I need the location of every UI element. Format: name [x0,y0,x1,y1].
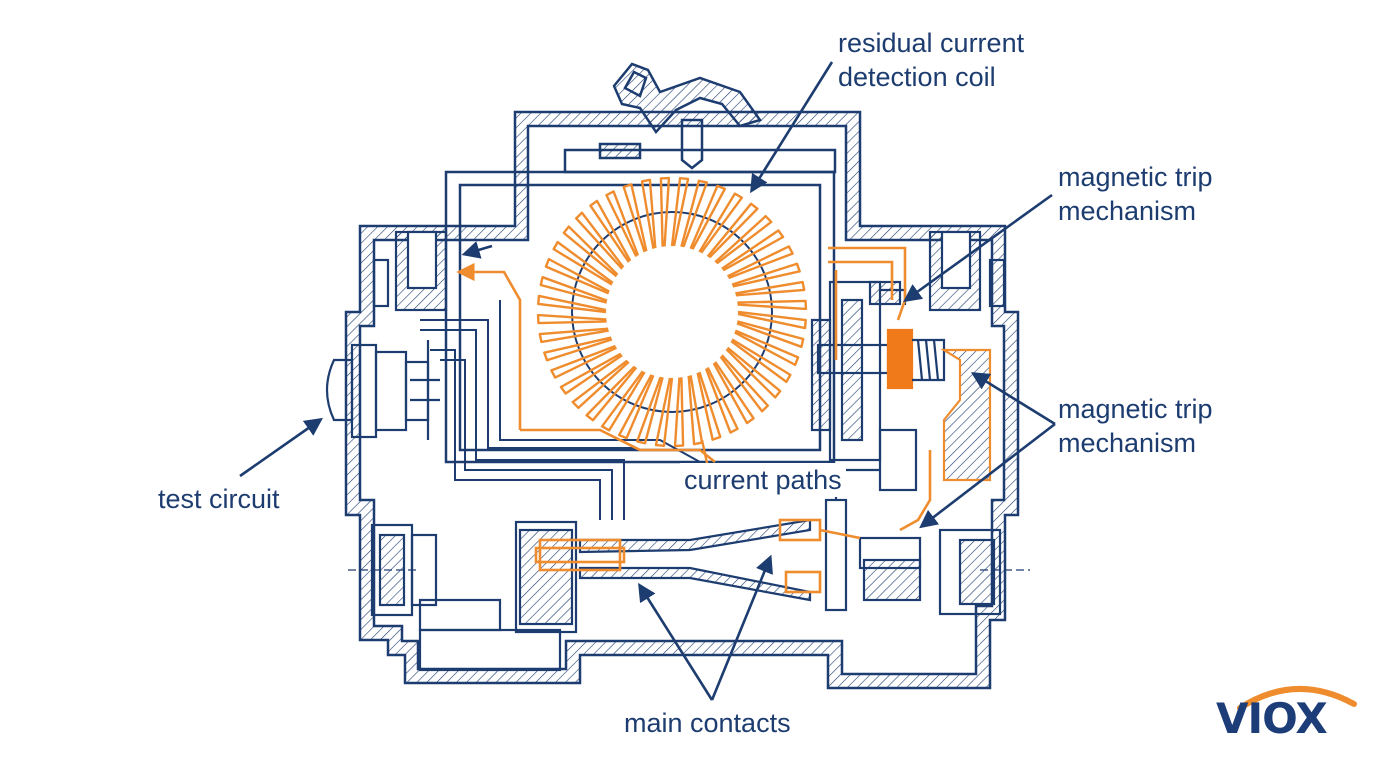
coil-winding [731,262,801,288]
current-paths [456,246,932,594]
coil-winding [689,184,727,250]
label-magnetic-trip-lower: magnetic trip mechanism [1058,392,1213,460]
coil-winding [600,370,646,432]
label-magnetic-trip-upper-line2: mechanism [1058,196,1197,226]
coil-winding [736,320,805,349]
residual-current-coil [536,176,808,487]
coil-winding [704,366,739,434]
arrow-main-contacts-b [710,554,773,701]
contact-mechanism [348,428,1030,672]
coil-winding [552,240,614,286]
label-residual-coil-line2: detection coil [838,62,996,92]
coil-winding [725,346,782,399]
coil-winding [571,359,630,410]
coil-winding [536,313,607,325]
coil-winding [737,299,808,311]
callout-arrows [239,61,1056,701]
label-magnetic-trip-upper-line1: magnetic trip [1058,162,1213,192]
label-magnetic-trip-upper: magnetic trip mechanism [1058,160,1213,228]
arrow-magnetic-trip-lower-a [970,372,1056,426]
coil-winding [635,376,664,445]
coil-winding [670,177,690,247]
coil-winding [659,176,671,247]
label-magnetic-trip-lower-line2: mechanism [1058,428,1197,458]
coil-winding [585,365,638,422]
coil-core [571,211,773,413]
trip-solenoid [886,328,914,390]
coil-winding [589,199,632,263]
coil-winding [574,211,625,270]
label-magnetic-trip-lower-line1: magnetic trip [1058,394,1213,424]
coil-winding [640,178,657,249]
arrow-magnetic-trip-lower-b [919,422,1056,529]
coil-winding [735,280,806,297]
coil-winding [622,183,648,253]
coil-winding [538,327,609,344]
coil-winding [726,245,794,280]
arrow-magnetic-trip-upper [903,193,1053,303]
logo-text: VIOX [1216,694,1328,743]
coil-winding [539,275,608,304]
coil-winding [537,294,607,314]
label-residual-coil-line1: residual current [838,28,1025,58]
logo-swoosh-icon [1237,686,1357,710]
coil-winding [543,336,613,362]
housing [344,62,1020,690]
test-button [325,340,440,440]
coil-winding [654,377,674,447]
coil-winding [696,371,722,441]
label-test-circuit: test circuit [158,484,280,514]
arrow-test-circuit [239,417,323,478]
label-residual-coil: residual current detection coil [838,26,1024,94]
arrow-inner-flow [461,241,493,259]
coil-winding [605,190,640,258]
coil-winding [714,214,773,265]
coil-winding [730,338,792,384]
coil-winding [712,361,755,425]
arrow-main-contacts-a [638,582,714,701]
viox-logo: VIOX [1216,680,1357,750]
coil-winding [617,374,655,440]
coil-winding [734,329,800,367]
coil-winding [680,179,709,248]
coil-winding [698,192,744,254]
coil-winding [559,352,623,395]
coil-winding [673,377,685,448]
coil-winding [721,229,785,272]
coil-winding [706,202,759,259]
arrow-residual-coil [750,61,834,194]
label-current-paths: current paths [680,463,846,497]
coil-winding [737,310,807,330]
terminal-blocks [372,230,1006,312]
coil-winding [719,354,770,413]
coil-winding [544,257,610,295]
coil-winding [550,344,618,379]
coil-winding [562,225,619,278]
label-main-contacts: main contacts [624,708,791,738]
